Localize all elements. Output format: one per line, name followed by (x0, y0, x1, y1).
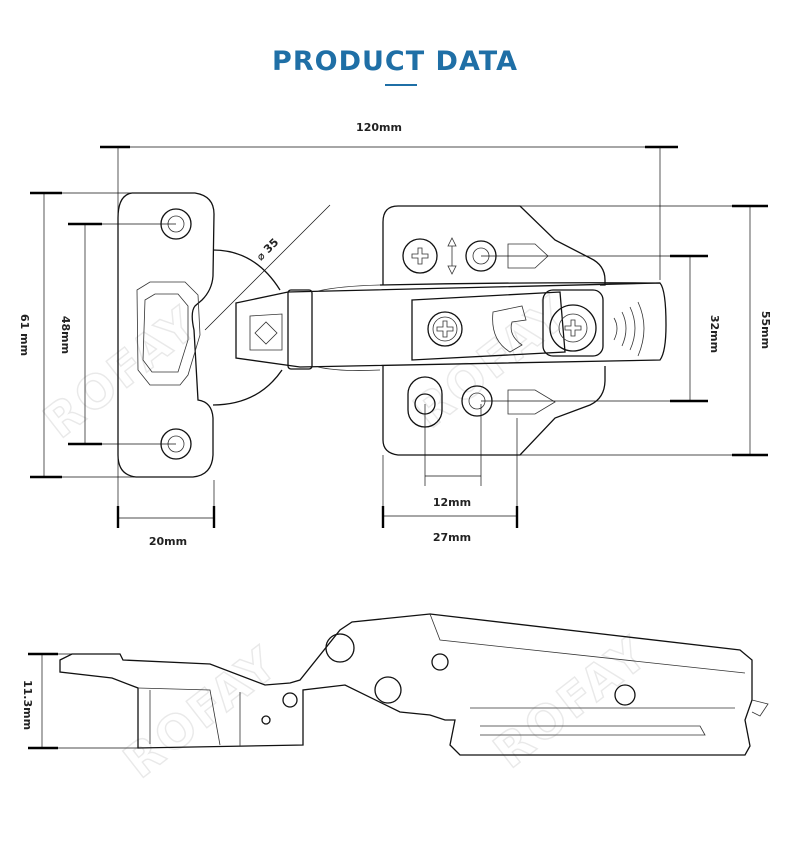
dim-label-61: 61 mm (18, 314, 31, 356)
dim-label-20: 20mm (149, 535, 187, 548)
dim-label-27: 27mm (433, 531, 471, 544)
dim-label-55: 55mm (759, 311, 772, 349)
hinge-arm (235, 282, 667, 371)
dim-label-12: 12mm (433, 496, 471, 509)
watermark-3: ROFAY (114, 635, 289, 788)
dim-label-11-3: 11.3mm (21, 680, 34, 730)
dim-label-diameter: ⌀ 35 (254, 236, 281, 263)
dim-label-32: 32mm (708, 315, 721, 353)
dim-label-120: 120mm (356, 121, 402, 134)
title-underline (385, 84, 417, 86)
dim-label-48: 48mm (59, 316, 72, 354)
dimension-labels: 120mm ⌀ 35 61 mm 48mm 20mm 12mm 27mm 32m… (18, 121, 772, 730)
mounting-plate (382, 205, 606, 456)
page-title: PRODUCT DATA (272, 46, 518, 77)
watermarks: ROFAY ROFAY ROFAY ROFAY (33, 284, 660, 789)
side-view (59, 613, 769, 756)
dimension-lines (28, 145, 768, 750)
